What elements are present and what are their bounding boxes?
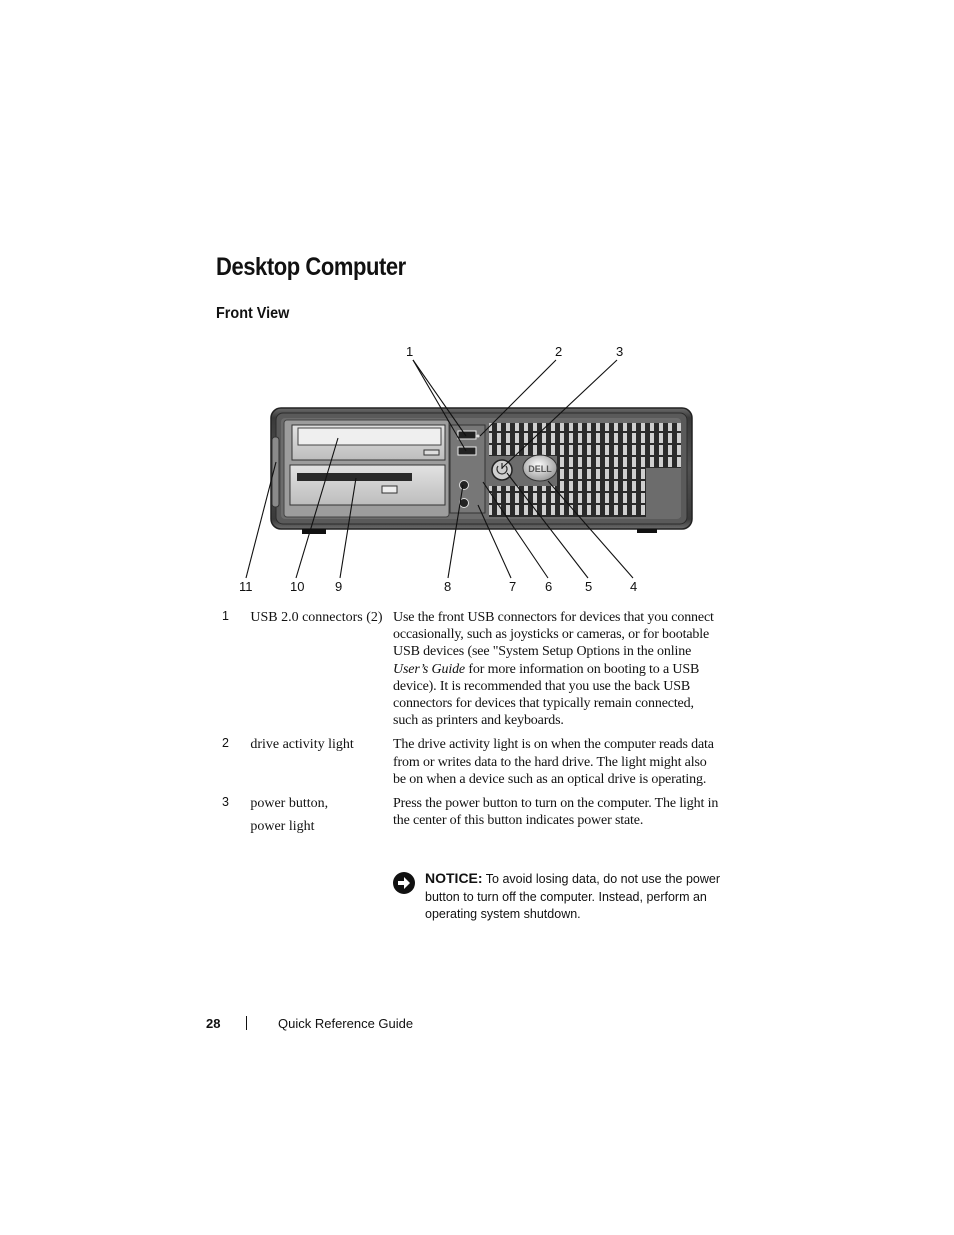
notice-text: NOTICE: To avoid losing data, do not use… xyxy=(425,870,720,921)
table-row: 1 USB 2.0 connectors (2) Use the front U… xyxy=(222,609,722,736)
callout-6: 6 xyxy=(545,579,552,594)
item-name: USB 2.0 connectors (2) xyxy=(250,610,383,625)
cover-release-latch xyxy=(271,436,280,508)
section-title: Front View xyxy=(216,305,290,322)
item-number: 1 xyxy=(222,609,229,623)
notice-arrow-icon xyxy=(393,872,415,894)
dell-badge-icon: DELL xyxy=(522,454,558,482)
power-button-icon xyxy=(491,459,513,481)
item-number: 3 xyxy=(222,795,229,810)
floppy-drive-icon xyxy=(289,464,446,506)
page-number: 28 xyxy=(206,1016,221,1031)
usb-port-icon xyxy=(457,446,477,456)
callout-9: 9 xyxy=(335,579,342,594)
callout-11: 11 xyxy=(239,579,253,594)
callout-1: 1 xyxy=(406,344,413,359)
table-row: 3 power button,power light Press the pow… xyxy=(222,795,722,842)
guide-reference: User’s Guide xyxy=(393,661,465,677)
usb-port-icon xyxy=(457,430,477,440)
headphone-jack-icon xyxy=(459,480,469,490)
footer-title: Quick Reference Guide xyxy=(278,1016,414,1031)
microphone-jack-icon xyxy=(459,498,469,508)
table-row: 2 drive activity light The drive activit… xyxy=(222,736,722,795)
item-name: drive activity light xyxy=(250,737,354,753)
item-description: Press the power button to turn on the co… xyxy=(393,796,719,829)
notice-label: NOTICE: xyxy=(425,870,483,886)
component-table: 1 USB 2.0 connectors (2) Use the front U… xyxy=(222,609,722,842)
item-name: power button,power light xyxy=(250,796,329,835)
callout-8: 8 xyxy=(444,579,451,594)
optical-drive-icon xyxy=(291,424,446,461)
footer-divider xyxy=(246,1016,247,1030)
page-title: Desktop Computer xyxy=(216,253,406,281)
svg-text:DELL: DELL xyxy=(528,464,552,474)
callout-7: 7 xyxy=(509,579,516,594)
computer-chassis xyxy=(270,407,693,530)
callout-5: 5 xyxy=(585,579,592,594)
callout-10: 10 xyxy=(290,579,304,594)
io-panel xyxy=(449,424,486,514)
callout-3: 3 xyxy=(616,344,623,359)
item-number: 2 xyxy=(222,736,229,751)
item-description: The drive activity light is on when the … xyxy=(393,737,714,787)
ventilation-grille-icon xyxy=(489,423,681,517)
callout-2: 2 xyxy=(555,344,562,359)
item-description: Use the front USB connectors for devices… xyxy=(393,610,714,729)
callout-4: 4 xyxy=(630,579,637,594)
